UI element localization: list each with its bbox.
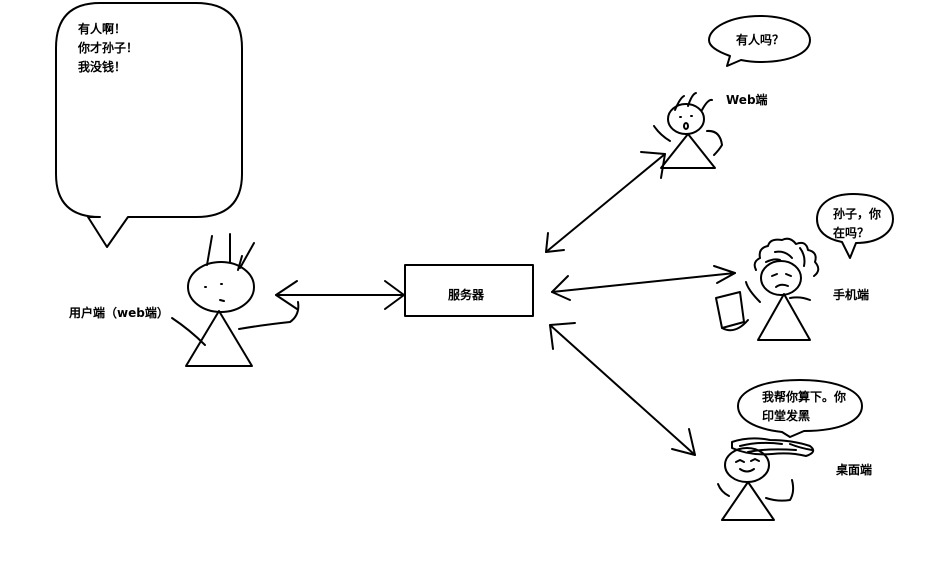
- main-user-speech-line: 你才孙子！: [78, 41, 139, 55]
- server-box: [404, 264, 534, 317]
- mobile-client-speech-line: 孙子，你: [833, 207, 882, 221]
- web-client-figure: [653, 92, 723, 169]
- web-client-label: Web端: [726, 93, 768, 107]
- mobile-client-label: 手机端: [833, 288, 870, 302]
- web-client-speech-text: 有人吗？: [736, 33, 785, 47]
- arrow-server-mobile: [551, 265, 736, 301]
- main-user-label: 用户端（web端）: [69, 306, 169, 320]
- mobile-client-speech-text: 孙子，你 在吗？: [833, 205, 881, 243]
- main-user-speech-bubble: [55, 2, 243, 248]
- mobile-client-speech-line: 在吗？: [833, 226, 870, 240]
- main-user-speech-text: 有人啊！ 你才孙子！ 我没钱！: [78, 20, 138, 77]
- arrow-user-server: [275, 280, 405, 310]
- web-client-speech-bubble: [708, 15, 811, 67]
- server-label: 服务器: [448, 288, 485, 302]
- desktop-client-label: 桌面端: [836, 463, 873, 477]
- desktop-client-speech-text: 我帮你算下。你 印堂发黑: [762, 388, 846, 426]
- desktop-client-figure: [717, 437, 815, 521]
- arrow-server-desktop: [549, 322, 696, 456]
- main-user-figure: [171, 233, 300, 367]
- main-user-speech-line: 我没钱！: [78, 60, 127, 74]
- desktop-client-speech-line: 我帮你算下。你: [762, 390, 847, 404]
- desktop-client-speech-bubble: [737, 379, 863, 438]
- main-user-speech-line: 有人啊！: [78, 22, 127, 36]
- desktop-client-speech-line: 印堂发黑: [762, 409, 811, 423]
- arrow-server-web: [545, 151, 666, 253]
- mobile-client-figure: [715, 237, 820, 341]
- mobile-client-speech-bubble: [816, 193, 894, 259]
